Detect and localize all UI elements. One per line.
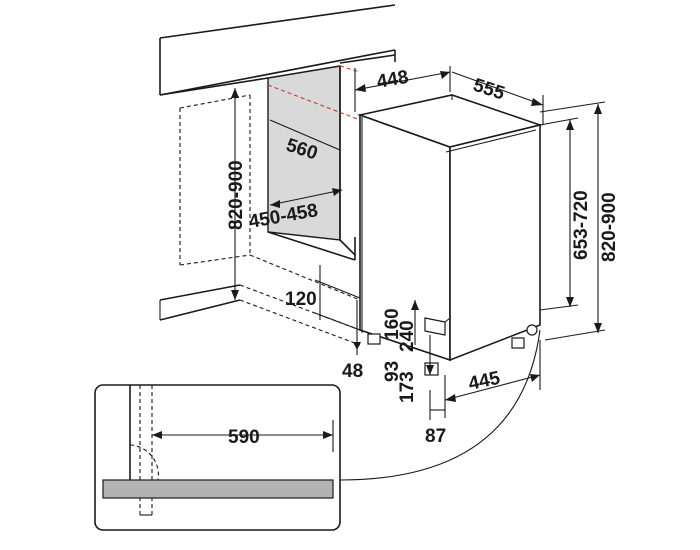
dim-label-door-clearance: 590 xyxy=(228,427,260,448)
dim-label-appliance-width: 448 xyxy=(375,67,410,93)
detail-inset xyxy=(94,329,541,531)
cabinet-outline xyxy=(159,4,396,321)
dim-label-appliance-height: 653-720 xyxy=(571,190,592,260)
dim-label-plinth-recess: 120 xyxy=(285,289,317,310)
dim-label-foot-gap-lower: 93 xyxy=(382,361,403,382)
dim-label-foot-offset: 87 xyxy=(425,426,446,447)
dim-label-appliance-depth: 555 xyxy=(470,75,507,105)
dim-label-niche-height: 820-900 xyxy=(226,160,247,230)
hidden-projection-lines xyxy=(267,65,361,121)
dim-label-installed-height: 820-900 xyxy=(599,192,620,262)
dim-label-plinth-offset: 48 xyxy=(342,361,363,382)
dim-label-base-depth: 445 xyxy=(467,368,503,395)
dimension-lines xyxy=(152,66,606,452)
dim-label-foot-range-upper: 240 xyxy=(397,320,418,352)
dim-label-foot-gap-upper: 160 xyxy=(382,308,403,340)
dishwasher-body xyxy=(357,94,543,376)
dim-label-foot-range-lower: 173 xyxy=(397,371,418,403)
